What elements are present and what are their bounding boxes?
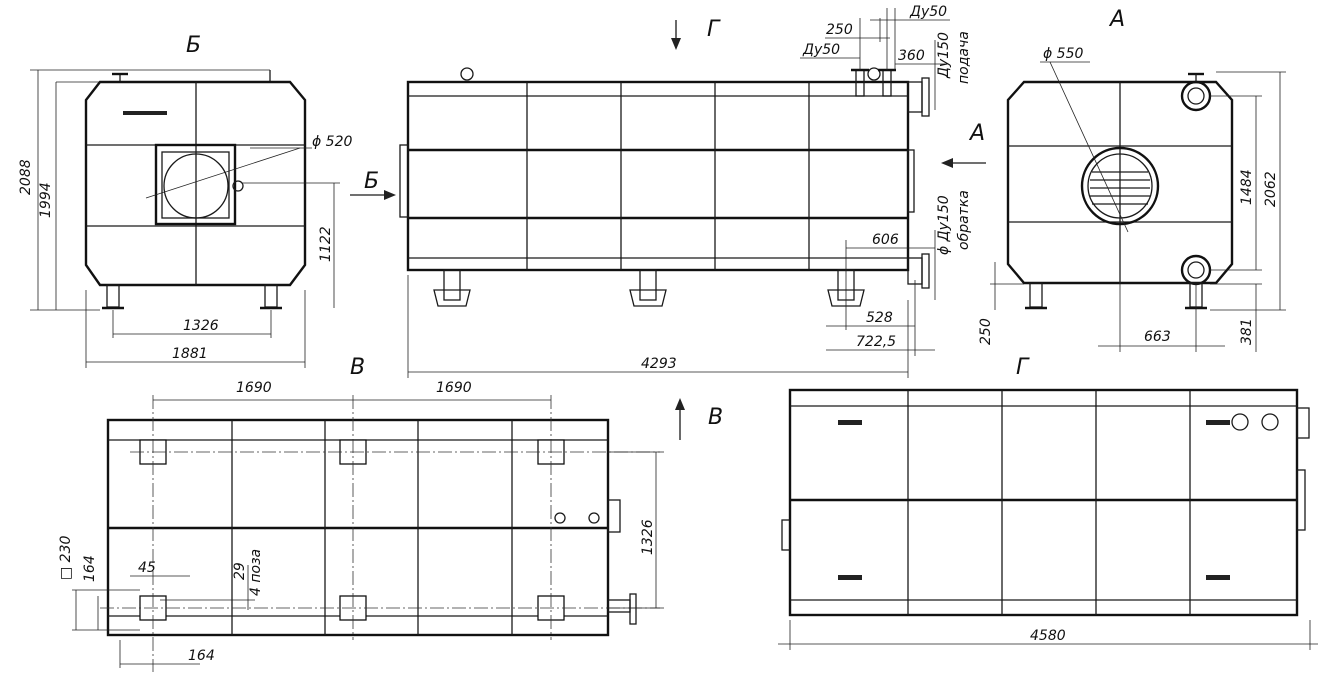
- burner-door: [154, 143, 237, 226]
- rear-hatch: [1080, 146, 1160, 226]
- dim-7225: 722,5: [856, 334, 896, 350]
- dim-606: 606: [872, 232, 899, 248]
- view-g-label: Г: [1016, 355, 1030, 380]
- dim-164-bottom: 164: [188, 648, 215, 664]
- label-4-holes: 4 поза: [248, 549, 264, 596]
- view-b-marker: Б: [364, 169, 379, 194]
- view-g-marker: Г: [707, 17, 721, 42]
- boiler-body-side: [406, 80, 910, 272]
- dim-phi-du150-return: ϕ Ду150: [936, 195, 952, 255]
- dim-du50-left: Ду50: [802, 42, 840, 58]
- view-b: Б 2088 1994 ϕ 520 1: [18, 33, 353, 368]
- dim-1994: 1994: [38, 182, 54, 218]
- dim-1122: 1122: [318, 226, 334, 262]
- view-a-label: А: [1108, 7, 1125, 32]
- label-return: обратка: [956, 190, 972, 250]
- dim-1690-b: 1690: [436, 380, 472, 396]
- dim-du50-top: Ду50: [909, 4, 947, 20]
- dim-250-top: 250: [826, 22, 853, 38]
- dim-1326-plan: 1326: [640, 519, 656, 555]
- dim-1484: 1484: [1239, 169, 1255, 205]
- view-v: В В 1690 1690 1326: [58, 355, 723, 672]
- dim-250-rear: 250: [978, 318, 994, 345]
- dim-45: 45: [138, 560, 156, 576]
- dim-360: 360: [898, 48, 925, 64]
- dim-2088: 2088: [18, 159, 34, 195]
- view-main: Г Б А: [350, 4, 986, 378]
- dim-4580: 4580: [1030, 628, 1066, 644]
- dim-1326-front: 1326: [183, 318, 219, 334]
- view-a: А ϕ 550 1484 2062: [978, 7, 1286, 352]
- dim-du150-supply: Ду150: [936, 32, 952, 79]
- boiler-body-front: [84, 80, 307, 287]
- dim-164-side: 164: [82, 555, 98, 582]
- dim-2062: 2062: [1263, 171, 1279, 207]
- dim-phi520: ϕ 520: [312, 134, 353, 150]
- boiler-body-rear: [1006, 80, 1234, 285]
- dim-663: 663: [1144, 329, 1171, 345]
- dim-29: 29: [232, 562, 248, 580]
- dim-4293: 4293: [641, 356, 677, 372]
- dim-1690-a: 1690: [236, 380, 272, 396]
- dim-1881: 1881: [172, 346, 208, 362]
- dim-528: 528: [866, 310, 893, 326]
- view-b-label: Б: [186, 33, 201, 58]
- view-g: Г 4580: [778, 355, 1318, 650]
- view-a-marker: А: [968, 121, 985, 146]
- dim-381: 381: [1239, 318, 1255, 345]
- view-v-marker: В: [708, 405, 723, 430]
- dim-phi550: ϕ 550: [1043, 46, 1084, 62]
- dim-230: □ 230: [58, 536, 74, 580]
- view-v-label: В: [350, 355, 365, 380]
- label-supply: подача: [956, 31, 972, 84]
